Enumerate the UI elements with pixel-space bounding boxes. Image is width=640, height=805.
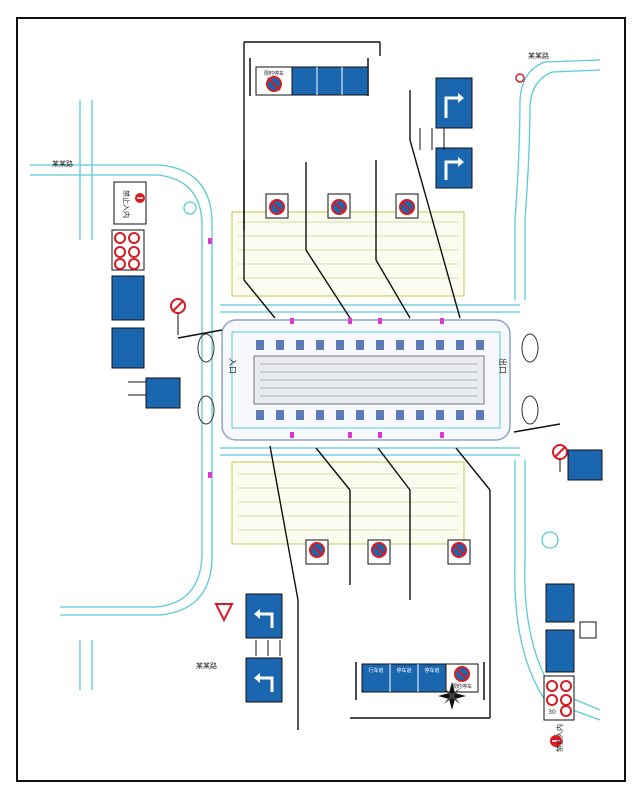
south-east-entry-signs: 30 禁止入内 某某路 — [515, 51, 597, 752]
sign-board-south: 行车道 停车道 停车道 限时停车 — [355, 662, 485, 710]
gate-label-left: 入口 — [228, 358, 237, 374]
callout-lines — [177, 41, 561, 730]
direction-signs-south-west: 某某路 — [196, 593, 283, 703]
west-entry-signs: 禁止入内 某某路 — [52, 159, 181, 409]
gates — [197, 333, 539, 425]
east-road-label: 某某路 — [528, 51, 549, 60]
compass-rose-icon — [438, 682, 466, 710]
central-building — [221, 319, 511, 441]
parking-lot-north — [231, 211, 465, 297]
west-road-label: 某某路 — [52, 159, 73, 168]
sign-board-north: 限时停车 — [249, 58, 369, 96]
west-no-entry-text: 禁止入内 — [122, 190, 131, 218]
speed-30: 30 — [548, 709, 556, 716]
magenta-markers — [208, 238, 444, 478]
direction-signs-north-east — [419, 77, 473, 189]
turn-right-arrow-icon — [444, 96, 462, 118]
east-no-entry-text: 禁止入内 — [555, 724, 564, 752]
no-stopping-sign-west — [170, 298, 186, 335]
parking-lot-south — [231, 461, 465, 545]
lane-c: 停车道 — [424, 667, 439, 674]
lane-a: 行车道 — [368, 667, 383, 674]
no-stopping-sign-east — [552, 444, 603, 481]
south-road-label: 某某路 — [196, 661, 217, 670]
no-parking-signs-south — [305, 539, 471, 565]
turn-left-arrow-icon — [256, 612, 274, 628]
north-board-text: 限时停车 — [264, 70, 284, 77]
south-board-text: 限时停车 — [452, 683, 472, 690]
gate-label-right: 出口 — [498, 358, 508, 374]
yield-triangle-icon — [214, 603, 234, 623]
lane-b: 停车道 — [396, 667, 411, 674]
no-parking-signs-north — [265, 193, 419, 219]
